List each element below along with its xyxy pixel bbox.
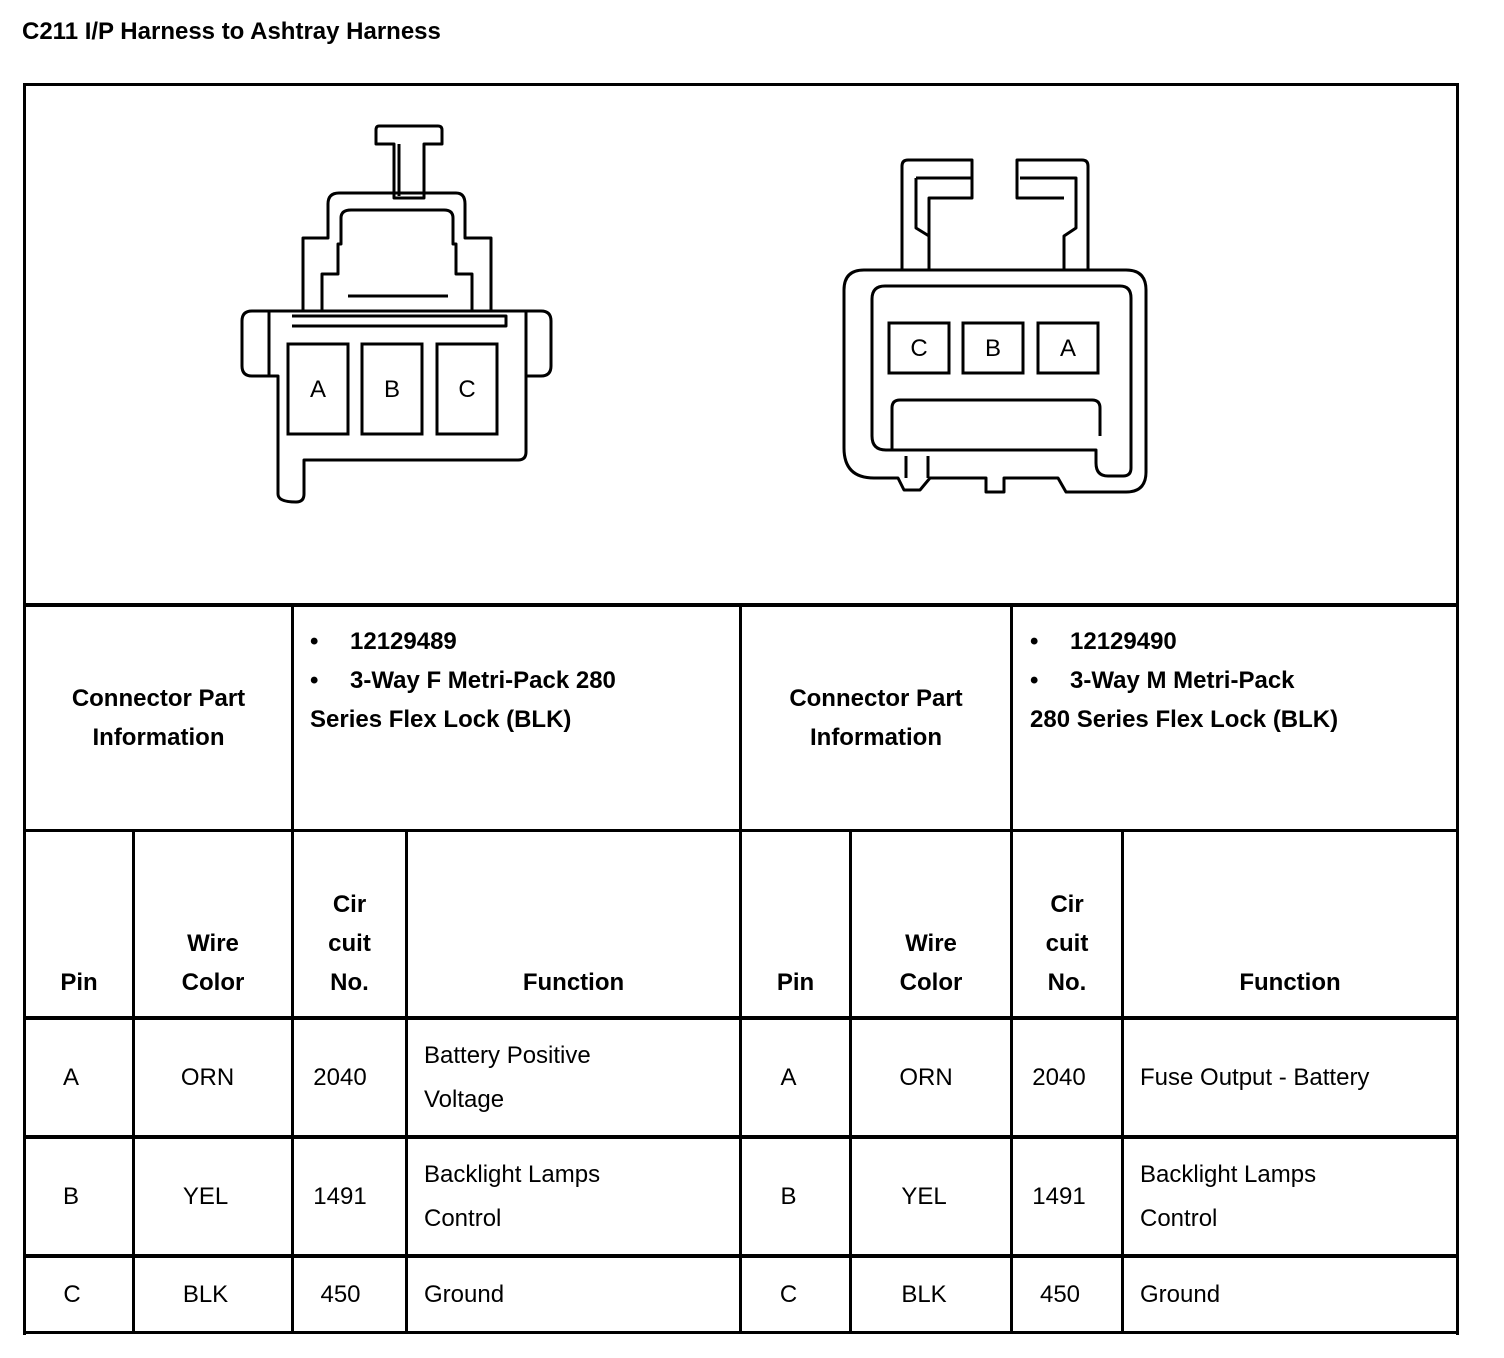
divider <box>291 605 294 1334</box>
connector-face-diagrams: A B C C B A <box>240 124 1148 504</box>
wire-color-cell: YEL <box>901 1183 947 1210</box>
wire-color-cell: BLK <box>901 1281 947 1308</box>
pin-cell: C <box>779 1281 798 1308</box>
wire-color-cell: BLK <box>182 1281 229 1308</box>
connector-table-frame: A B C C B A <box>23 83 1459 1335</box>
column-header-pin: Pin <box>776 969 815 996</box>
circuit-cell: 1491 <box>1032 1183 1086 1210</box>
circuit-cell: 2040 <box>313 1064 367 1091</box>
pin-cell: C <box>63 1281 81 1308</box>
column-header-function: Function <box>522 969 625 996</box>
part-number: 12129490 <box>1070 628 1177 655</box>
part-number: 12129489 <box>350 628 457 655</box>
function-cell: Ground <box>1140 1280 1221 1308</box>
circuit-cell: 2040 <box>1032 1064 1086 1091</box>
wire-color-cell: ORN <box>180 1064 235 1091</box>
male-connector-pin-labels: C B A <box>910 335 1076 362</box>
part-description: Series Flex Lock (BLK) <box>310 706 572 733</box>
part-description: 3-Way F Metri-Pack 280 <box>350 667 616 694</box>
column-header-pin: Pin <box>60 969 98 996</box>
female-connector-cavities <box>286 342 499 436</box>
female-connector-pin-labels: A B C <box>310 376 476 403</box>
female-cavity-label: C <box>458 376 475 403</box>
male-cavity-label: C <box>910 335 927 362</box>
circuit-cell: 450 <box>320 1281 361 1308</box>
wire-color-cell: YEL <box>182 1183 229 1210</box>
wire-color-cell: ORN <box>899 1064 953 1091</box>
female-connector-drawing <box>240 124 553 504</box>
connector-part-details: •12129490 •3-Way M Metri-Pack 280 Series… <box>1030 622 1455 739</box>
divider <box>849 830 852 1334</box>
circuit-cell: 1491 <box>313 1183 367 1210</box>
female-cavity-label: A <box>310 376 326 403</box>
divider <box>739 605 742 1334</box>
function-cell: Fuse Output - Battery <box>1140 1063 1370 1091</box>
divider <box>405 830 408 1334</box>
pin-cell: B <box>780 1183 797 1210</box>
circuit-cell: 450 <box>1039 1281 1081 1308</box>
part-description: 3-Way M Metri-Pack <box>1070 667 1295 694</box>
column-header-function: Function <box>1239 969 1341 996</box>
pin-cell: A <box>62 1064 79 1091</box>
female-cavity-label: B <box>384 376 400 403</box>
divider <box>1010 605 1013 1334</box>
pin-cell: A <box>780 1064 797 1091</box>
connector-part-details: •12129489 •3-Way F Metri-Pack 280 Series… <box>310 622 735 739</box>
pin-cell: B <box>62 1183 79 1210</box>
male-connector-drawing <box>842 158 1148 494</box>
male-connector-cavities <box>887 321 1100 375</box>
divider <box>132 830 135 1334</box>
function-cell: Ground <box>424 1280 505 1308</box>
divider <box>1121 830 1124 1334</box>
male-cavity-label: A <box>1060 335 1076 362</box>
part-description: 280 Series Flex Lock (BLK) <box>1030 706 1339 733</box>
page-title: C211 I/P Harness to Ashtray Harness <box>22 18 441 45</box>
male-cavity-label: B <box>985 335 1001 362</box>
